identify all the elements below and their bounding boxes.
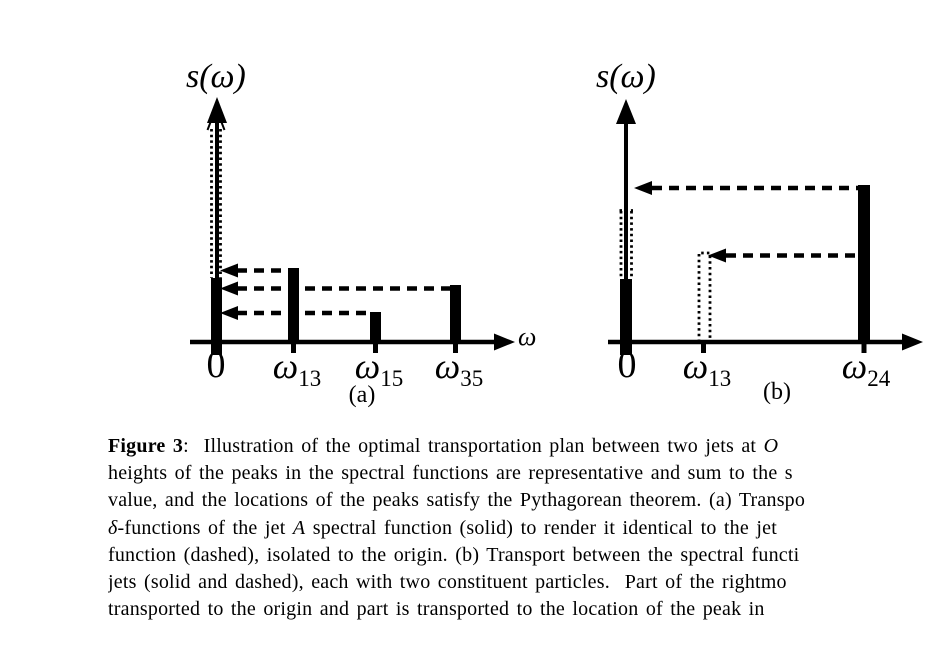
- panel-b-transport-arrowhead-to-omega13-icon: [708, 248, 726, 263]
- panel-a-tick-label-omega15: ω15: [354, 346, 404, 392]
- panel-a-tick-label-omega35: ω35: [434, 346, 484, 392]
- panel-a-transport-arrowhead-omega13-icon: [220, 263, 238, 278]
- caption-line-2: heights of the peaks in the spectral fun…: [108, 462, 793, 485]
- panel-b-x-axis-arrowhead-icon: [902, 333, 923, 351]
- panel-b: [608, 99, 923, 355]
- panel-b-peak-origin: [620, 279, 632, 355]
- panel-a-peak-omega15: [370, 312, 381, 342]
- panel-a: [190, 97, 515, 355]
- panel-b-dotted-peak-omega13: [697, 251, 712, 342]
- caption-line-4: δ-functions of the jet A spectral functi…: [108, 516, 777, 539]
- panel-a-peak-origin: [211, 278, 222, 355]
- caption-line-3: value, and the locations of the peaks sa…: [108, 489, 806, 512]
- panel-b-y-axis-label: s(ω): [596, 58, 656, 95]
- panel-b-tick-label-omega13: ω13: [682, 346, 732, 392]
- panel-a-transport-arrowhead-omega15-icon: [220, 306, 238, 320]
- panel-b-y-axis-arrowhead-icon: [616, 99, 636, 124]
- caption-line-7: transported to the origin and part is tr…: [108, 598, 765, 621]
- panel-a-y-axis-label: s(ω): [186, 58, 246, 95]
- panel-a-tick-label-zero: 0: [206, 344, 226, 386]
- caption-line-5: function (dashed), isolated to the origi…: [108, 543, 800, 566]
- panel-b-peak-omega24: [858, 185, 870, 342]
- panel-a-peak-omega13: [288, 268, 299, 342]
- panel-a-transport-arrowhead-omega35-icon: [220, 281, 238, 296]
- panel-b-tick-label-omega24: ω24: [841, 346, 891, 392]
- caption-line-1: Figure 3: Illustration of the optimal tr…: [108, 435, 779, 457]
- panel-a-x-axis-label: ω: [518, 322, 537, 351]
- panel-b-label: (b): [763, 379, 791, 405]
- caption-line-6: jets (solid and dashed), each with two c…: [108, 570, 787, 593]
- panel-a-peak-omega35: [450, 285, 461, 342]
- panel-a-dotted-delta-arrowhead-icon: [206, 105, 226, 131]
- panel-b-transport-arrowhead-to-origin-icon: [634, 181, 652, 195]
- panel-a-label: (a): [348, 382, 376, 408]
- panel-b-tick-label-zero: 0: [617, 344, 637, 386]
- panel-a-x-axis-arrowhead-icon: [494, 333, 515, 351]
- panel-a-tick-label-omega13: ω13: [272, 346, 322, 392]
- figure-caption: Figure 3: Illustration of the optimal tr…: [108, 433, 925, 629]
